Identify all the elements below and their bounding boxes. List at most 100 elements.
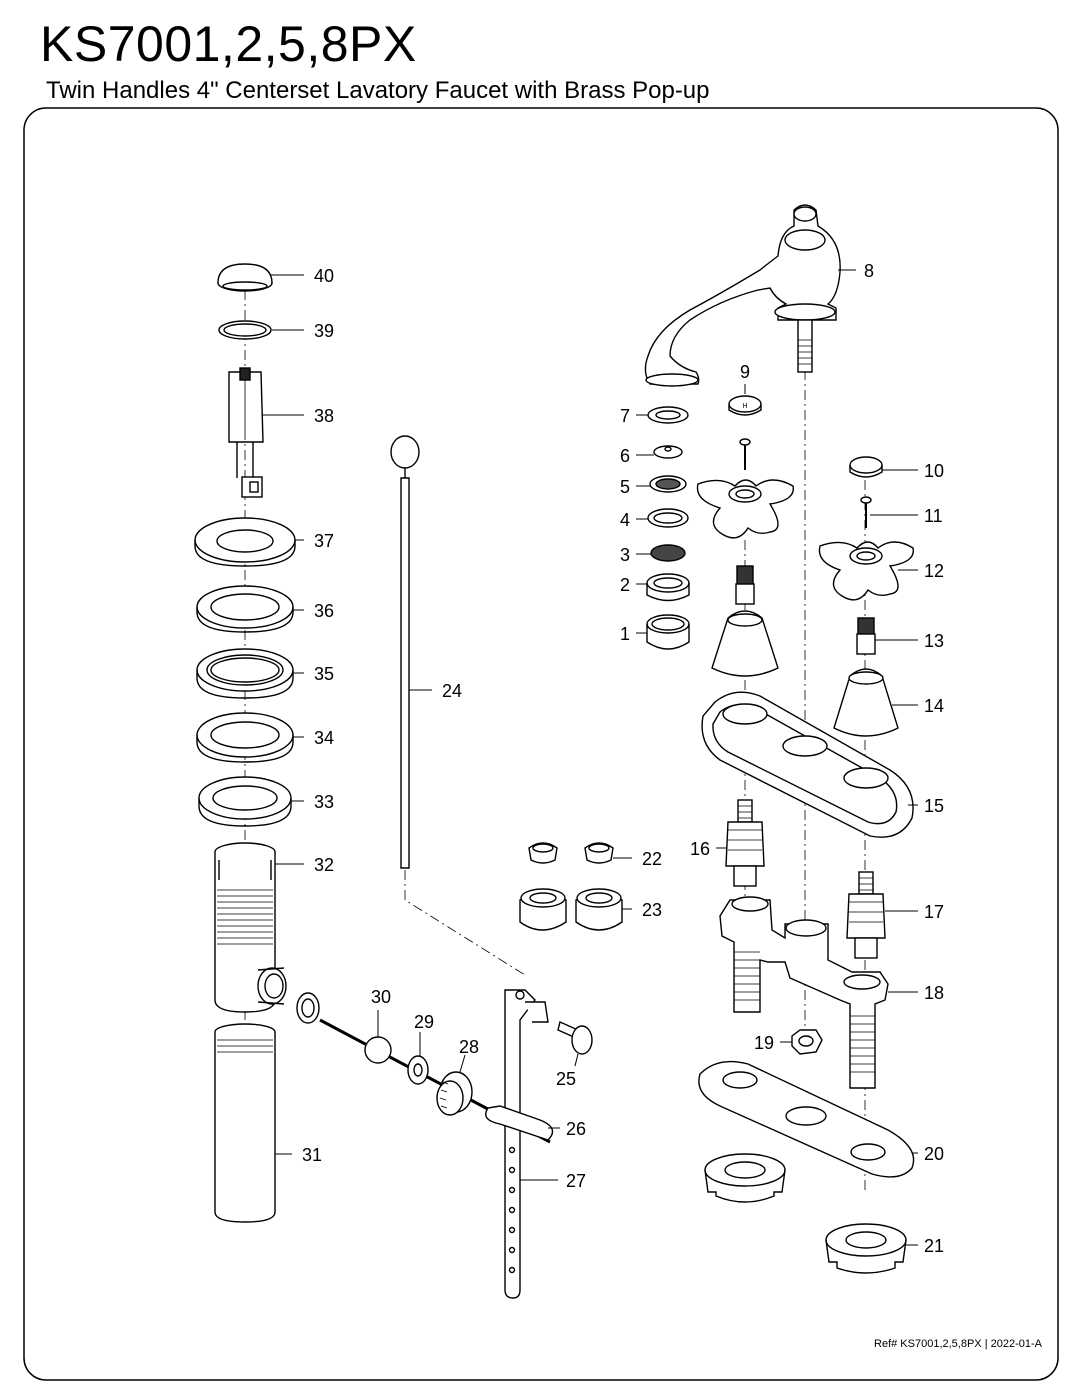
callout-number: 26 bbox=[566, 1119, 586, 1139]
callout-drain-flange-gasket: 37 bbox=[295, 531, 334, 551]
drain-washer-a-drawing bbox=[198, 776, 292, 827]
callout-number: 12 bbox=[924, 561, 944, 581]
drain-washer-b-drawing bbox=[196, 712, 294, 763]
callout-bonnet: 14 bbox=[892, 696, 944, 716]
callout-number: 15 bbox=[924, 796, 944, 816]
callout-number: 17 bbox=[924, 902, 944, 922]
callout-pivot-washer: 29 bbox=[414, 1012, 434, 1056]
callout-number: 9 bbox=[740, 362, 750, 382]
callout-number: 35 bbox=[314, 664, 334, 684]
callout-number: 7 bbox=[620, 406, 630, 426]
callout-pivot-nut: 28 bbox=[459, 1037, 479, 1073]
callout-stopper-cap: 40 bbox=[270, 266, 334, 286]
drain-assembly bbox=[194, 263, 296, 1223]
callout-number: 30 bbox=[371, 987, 391, 1007]
callout-lift-rod: 24 bbox=[409, 681, 462, 701]
callout-number: 23 bbox=[642, 900, 662, 920]
callout-pop-up-stopper: 38 bbox=[262, 406, 334, 426]
callout-pivot-rod: 30 bbox=[371, 987, 391, 1037]
callout-number: 39 bbox=[314, 321, 334, 341]
callout-number: 16 bbox=[690, 839, 710, 859]
callout-number: 40 bbox=[314, 266, 334, 286]
callout-leader-line bbox=[459, 1054, 466, 1073]
drain-flange-gasket-drawing bbox=[194, 517, 296, 567]
pivot-washer-drawing bbox=[407, 1055, 429, 1085]
callout-drain-washer-d: 36 bbox=[293, 601, 334, 621]
callout-number: 37 bbox=[314, 531, 334, 551]
callout-number: 5 bbox=[620, 477, 630, 497]
callout-number: 21 bbox=[924, 1236, 944, 1256]
callout-handle-adapter: 13 bbox=[875, 631, 944, 651]
callout-cold-cartridge: 17 bbox=[885, 902, 944, 922]
callout-number: 13 bbox=[924, 631, 944, 651]
tailpiece-drawing bbox=[214, 1023, 276, 1223]
left-mounting-nut-drawing bbox=[704, 1153, 786, 1203]
spring-clip-drawing bbox=[485, 1105, 554, 1141]
callout-cold-index-button: 10 bbox=[882, 461, 944, 481]
callout-hot-index-button: 9 bbox=[740, 362, 750, 394]
callout-number: 4 bbox=[620, 510, 630, 530]
callout-valve-body: 18 bbox=[888, 983, 944, 1003]
valve-body-drawing bbox=[719, 896, 889, 1089]
callout-number: 38 bbox=[314, 406, 334, 426]
callout-extension-strap: 27 bbox=[520, 1171, 586, 1191]
drain-body-drawing bbox=[214, 842, 287, 1013]
reference-code: Ref# KS7001,2,5,8PX | 2022-01-A bbox=[874, 1338, 1042, 1350]
base-gasket-drawing bbox=[698, 1060, 915, 1178]
hot-bonnet-drawing bbox=[711, 610, 779, 677]
callout-spout: 8 bbox=[838, 261, 874, 281]
callout-number: 25 bbox=[556, 1069, 576, 1089]
callout-number: 14 bbox=[924, 696, 944, 716]
escutcheon-plate-drawing bbox=[701, 691, 914, 838]
page-title: KS7001,2,5,8PX bbox=[40, 16, 417, 72]
callout-number: 18 bbox=[924, 983, 944, 1003]
callout-drain-body: 32 bbox=[275, 855, 334, 875]
hot-cross-handle-drawing bbox=[696, 479, 794, 539]
faucet-assembly: H bbox=[644, 204, 915, 1274]
pivot-nut-drawing bbox=[436, 1071, 473, 1116]
callout-number: 28 bbox=[459, 1037, 479, 1057]
stopper-o-ring-drawing bbox=[218, 320, 272, 340]
callout-number: 22 bbox=[642, 849, 662, 869]
callout-number: 6 bbox=[620, 446, 630, 466]
callout-spring-clip: 26 bbox=[548, 1119, 586, 1139]
callout-number: 32 bbox=[314, 855, 334, 875]
hot-cartridge-drawing bbox=[725, 799, 765, 887]
callout-number: 20 bbox=[924, 1144, 944, 1164]
hot-handle-top-drawing: H bbox=[728, 395, 762, 470]
callout-stopper-o-ring: 39 bbox=[272, 321, 334, 341]
callout-aerator-ring: 4 bbox=[620, 510, 648, 530]
callout-number: 8 bbox=[864, 261, 874, 281]
supply-fittings bbox=[519, 842, 623, 931]
callout-number: 1 bbox=[620, 624, 630, 644]
cold-bonnet-drawing bbox=[833, 668, 899, 737]
thumb-screw-drawing bbox=[557, 1021, 593, 1055]
cold-adapter-drawing bbox=[856, 617, 876, 655]
callout-aerator-mesh: 5 bbox=[620, 477, 650, 497]
callout-number: 27 bbox=[566, 1171, 586, 1191]
callout-spout-nut: 19 bbox=[754, 1033, 792, 1053]
callout-aerator-insert: 2 bbox=[620, 575, 647, 595]
cold-handle-top-drawing bbox=[849, 456, 883, 528]
callout-number: 36 bbox=[314, 601, 334, 621]
callout-drain-washer-b: 34 bbox=[293, 728, 334, 748]
callout-number: 2 bbox=[620, 575, 630, 595]
cold-cross-handle-drawing bbox=[818, 541, 914, 601]
callout-aerator-housing: 1 bbox=[620, 624, 647, 644]
callout-drain-washer-a: 33 bbox=[291, 792, 334, 812]
pop-up-stopper-drawing bbox=[228, 367, 264, 498]
callout-compression-sleeve: 22 bbox=[613, 849, 662, 869]
callout-number: 29 bbox=[414, 1012, 434, 1032]
page-subtitle: Twin Handles 4" Centerset Lavatory Fauce… bbox=[46, 77, 710, 104]
drain-washer-c-drawing bbox=[196, 648, 294, 699]
callout-thumb-screw: 25 bbox=[556, 1053, 579, 1089]
callout-mounting-nut: 21 bbox=[906, 1236, 944, 1256]
callout-aerator-screen: 3 bbox=[620, 545, 651, 565]
callout-number: 31 bbox=[302, 1145, 322, 1165]
callout-number: 3 bbox=[620, 545, 630, 565]
callout-labels: 1234567891011121314151617181920212223242… bbox=[262, 261, 944, 1256]
lift-rod-drawing bbox=[390, 435, 420, 869]
cold-cartridge-drawing bbox=[846, 871, 886, 959]
diagram-frame bbox=[23, 107, 1059, 1381]
callout-number: 11 bbox=[924, 506, 943, 526]
